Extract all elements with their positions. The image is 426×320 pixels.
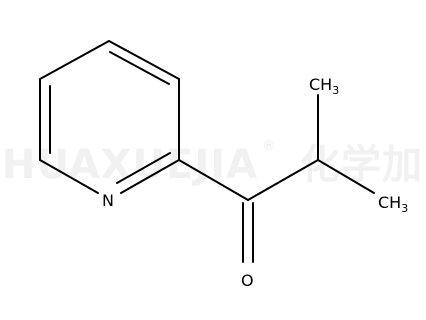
isobutyryl-chain bbox=[178, 94, 375, 263]
bond-ch-methyl-right bbox=[317, 159, 375, 194]
pyridine-ring bbox=[39, 40, 180, 194]
bond-c2-carbonyl bbox=[178, 159, 249, 201]
methyl-top-c: CH bbox=[309, 75, 332, 94]
atom-oxygen: O bbox=[241, 271, 254, 290]
watermark-cn-text: 化学加 bbox=[300, 142, 423, 188]
bond-c3-c4-double bbox=[109, 51, 170, 85]
bond-n-c2 bbox=[120, 159, 180, 194]
bond-carbonyl-ch bbox=[247, 159, 319, 201]
methyl-right-c: CH bbox=[378, 193, 401, 212]
bond-c3-c4 bbox=[108, 40, 180, 80]
methyl-right-subscript: 3 bbox=[401, 202, 408, 215]
bond-c4-c5 bbox=[39, 40, 110, 80]
atom-nitrogen: N bbox=[102, 191, 114, 210]
watermark-registered-mark: ® bbox=[262, 138, 276, 154]
methyl-right-label: CH3 bbox=[378, 193, 408, 215]
watermark: HUAXUEJIA ® 化学加 bbox=[2, 138, 423, 188]
bond-n-c2-double bbox=[116, 152, 171, 184]
methyl-top-label: CH3 bbox=[309, 75, 339, 97]
bond-c6-n bbox=[39, 159, 99, 194]
methyl-top-subscript: 3 bbox=[332, 84, 339, 97]
